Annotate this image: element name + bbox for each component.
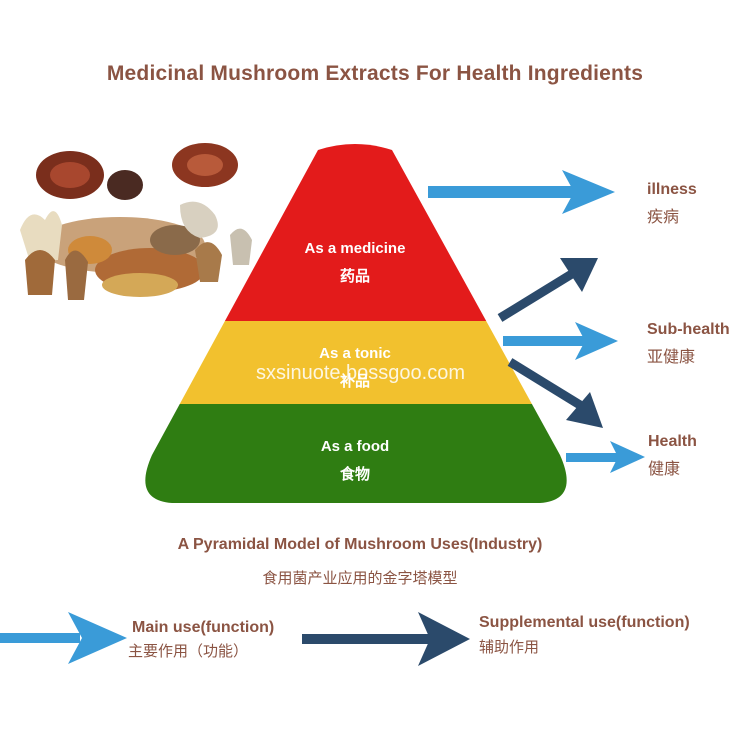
tier-food-label: As a food xyxy=(320,438,390,455)
diagram-caption-cn: 食用菌产业应用的金字塔模型 xyxy=(262,570,458,587)
outcome-health-cn-label: 健康 xyxy=(648,461,681,478)
pyramid-tier-food xyxy=(145,404,567,503)
tier-medicine-cn-label: 药品 xyxy=(339,268,370,285)
arrow-tonic-illness xyxy=(497,258,598,322)
legend-main-label: Main use(function) xyxy=(132,619,275,636)
tier-tonic-cn-label: 补品 xyxy=(339,373,370,390)
watermark: sxsinuote.bossgoo.com xyxy=(256,362,466,384)
arrow-medicine-illness xyxy=(428,170,615,214)
mushroom-photo xyxy=(20,143,252,300)
tier-tonic-label: As a tonic xyxy=(319,345,391,362)
legend-supplemental-label: Supplemental use(function) xyxy=(479,614,690,631)
arrow-tonic-subhealth xyxy=(503,322,618,360)
arrow-food-health xyxy=(566,441,645,473)
arrow-tonic-health xyxy=(507,358,603,428)
outcome-subhealth-label: Sub-health xyxy=(647,321,730,338)
tier-medicine-label: As a medicine xyxy=(304,240,406,257)
page-title: Medicinal Mushroom Extracts For Health I… xyxy=(106,62,644,85)
outcome-subhealth-cn-label: 亚健康 xyxy=(647,349,696,366)
outcome-illness-cn-label: 疾病 xyxy=(647,209,680,226)
legend-main-cn-label: 主要作用（功能） xyxy=(128,643,249,660)
legend-supplemental-cn-label: 辅助作用 xyxy=(479,639,540,656)
outcome-illness-label: illness xyxy=(647,181,697,198)
tier-food-cn-label: 食物 xyxy=(339,466,370,483)
legend-main-arrow xyxy=(0,612,127,664)
outcome-health-label: Health xyxy=(648,433,697,450)
legend-supplemental-arrow xyxy=(302,612,470,666)
diagram-caption: A Pyramidal Model of Mushroom Uses(Indus… xyxy=(177,536,543,553)
